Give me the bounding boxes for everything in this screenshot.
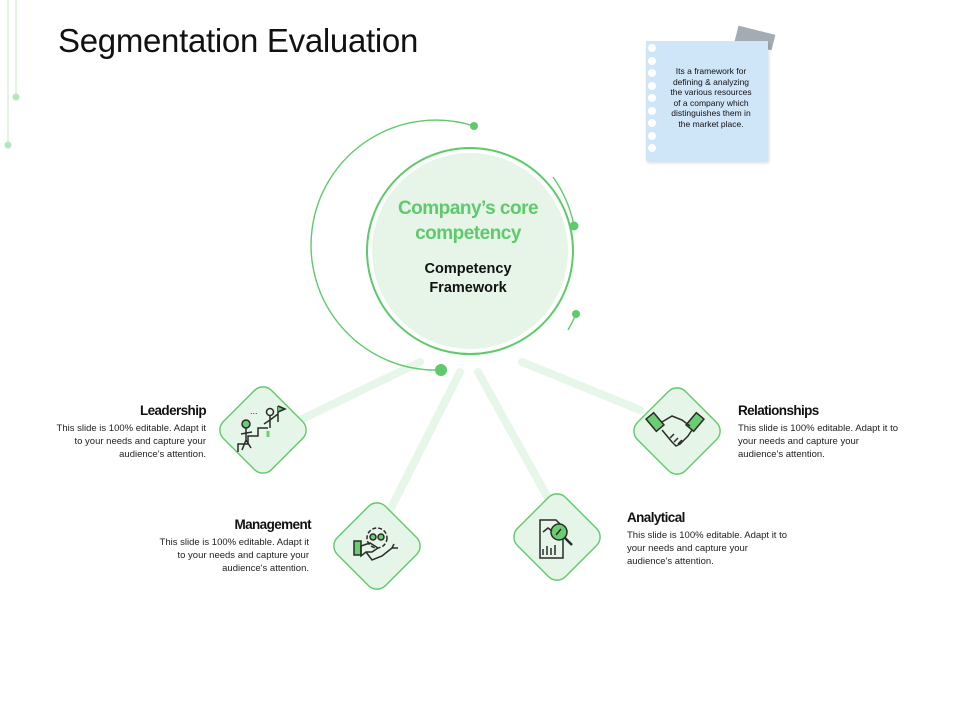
relationships-diamond <box>633 387 721 475</box>
management-diamond <box>333 502 421 590</box>
relationships-description: This slide is 100% editable. Adapt it to… <box>738 422 938 461</box>
desc-line: your needs and capture your <box>738 436 859 447</box>
analytics-report-magnifier-icon <box>539 519 573 559</box>
note-line: Its a framework for <box>675 66 747 76</box>
note-line: distinguishes them in <box>671 108 751 119</box>
core-subtitle: Competency Framework <box>368 260 568 298</box>
note-line: the market place. <box>678 118 744 129</box>
core-subtitle-line: Framework <box>429 280 507 296</box>
note-binding-holes <box>648 44 656 152</box>
note-line: the various resources <box>670 87 752 98</box>
analytical-title: Analytical <box>627 510 685 525</box>
sticky-note: Its a framework for defining & analyzing… <box>646 41 768 161</box>
core-title-line: Company’s core <box>397 198 539 219</box>
desc-line: audience's attention. <box>222 563 309 574</box>
page-title: Segmentation Evaluation <box>58 22 419 59</box>
core-subtitle-line: Competency <box>424 261 512 277</box>
handshake-icon <box>644 411 706 447</box>
core-title-line: competency <box>415 223 521 244</box>
analytical-description: This slide is 100% editable. Adapt it to… <box>627 529 827 568</box>
note-text: Its a framework for defining & analyzing… <box>662 66 760 130</box>
desc-line: This slide is 100% editable. Adapt it <box>159 537 309 548</box>
desc-line: to your needs and capture your <box>177 550 309 561</box>
management-description: This slide is 100% editable. Adapt it to… <box>119 536 309 575</box>
leadership-description: This slide is 100% editable. Adapt it to… <box>16 422 206 461</box>
desc-line: This slide is 100% editable. Adapt it to <box>738 423 899 434</box>
connectors <box>296 358 644 514</box>
decor-lines <box>4 0 20 149</box>
relationships-title: Relationships <box>738 403 819 418</box>
desc-line: your needs and capture your <box>627 543 748 554</box>
leadership-icon: ... <box>237 405 287 452</box>
core-circle <box>310 119 580 376</box>
note-line: defining & analyzing <box>672 76 750 87</box>
desc-line: This slide is 100% editable. Adapt it <box>56 423 206 434</box>
leadership-title: Leadership <box>139 403 207 418</box>
desc-line: audience's attention. <box>119 449 206 460</box>
desc-line: to your needs and capture your <box>74 436 206 447</box>
desc-line: audience's attention. <box>738 449 825 460</box>
management-title: Management <box>234 517 311 532</box>
note-line: of a company which <box>673 97 749 108</box>
desc-line: This slide is 100% editable. Adapt it to <box>627 530 788 541</box>
desc-line: audience's attention. <box>627 556 714 567</box>
core-title: Company’s core competency <box>368 196 568 246</box>
leadership-diamond <box>219 386 307 474</box>
svg-text:...: ... <box>250 406 258 416</box>
management-handshake-gear-icon <box>353 527 398 561</box>
